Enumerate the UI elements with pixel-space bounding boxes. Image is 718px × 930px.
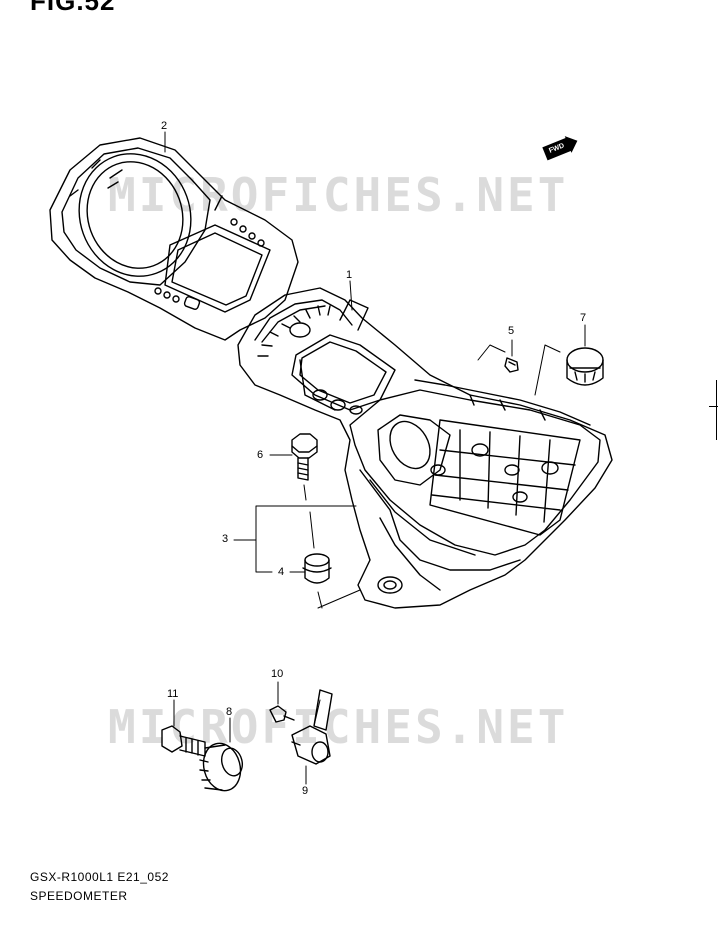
callout-8: 8 [226,706,233,718]
callout-10: 10 [271,668,284,680]
callout-1: 1 [346,269,353,281]
page-edge-line [716,380,717,440]
grommet-part-7 [566,347,604,386]
callout-5: 5 [508,325,515,337]
watermark-bottom: MICROFICHES.NET [108,700,569,754]
section-name: SPEEDOMETER [30,889,128,903]
sensor-part-9 [291,689,333,765]
meter-cover-part-2 [49,137,299,341]
watermark-top: MICROFICHES.NET [108,168,569,222]
callout-11: 11 [167,688,179,700]
callout-3: 3 [222,533,229,545]
damper-part-4 [302,553,332,584]
screw-part-10 [269,705,295,723]
callout-7: 7 [580,312,587,324]
figure-title: FIG.52 [30,0,116,16]
gear-part-8 [199,742,244,792]
bolt-part-11 [161,725,206,757]
speedometer-assembly-part-1 [237,287,613,609]
callout-6: 6 [257,449,264,461]
callout-4: 4 [278,566,285,578]
bolt-part-6 [291,433,318,481]
callout-9: 9 [302,785,309,797]
callout-2: 2 [161,120,168,132]
diagram-code: GSX-R1000L1 E21_052 [30,870,169,884]
screw-part-5 [504,357,519,373]
page-edge-tick [709,406,718,407]
